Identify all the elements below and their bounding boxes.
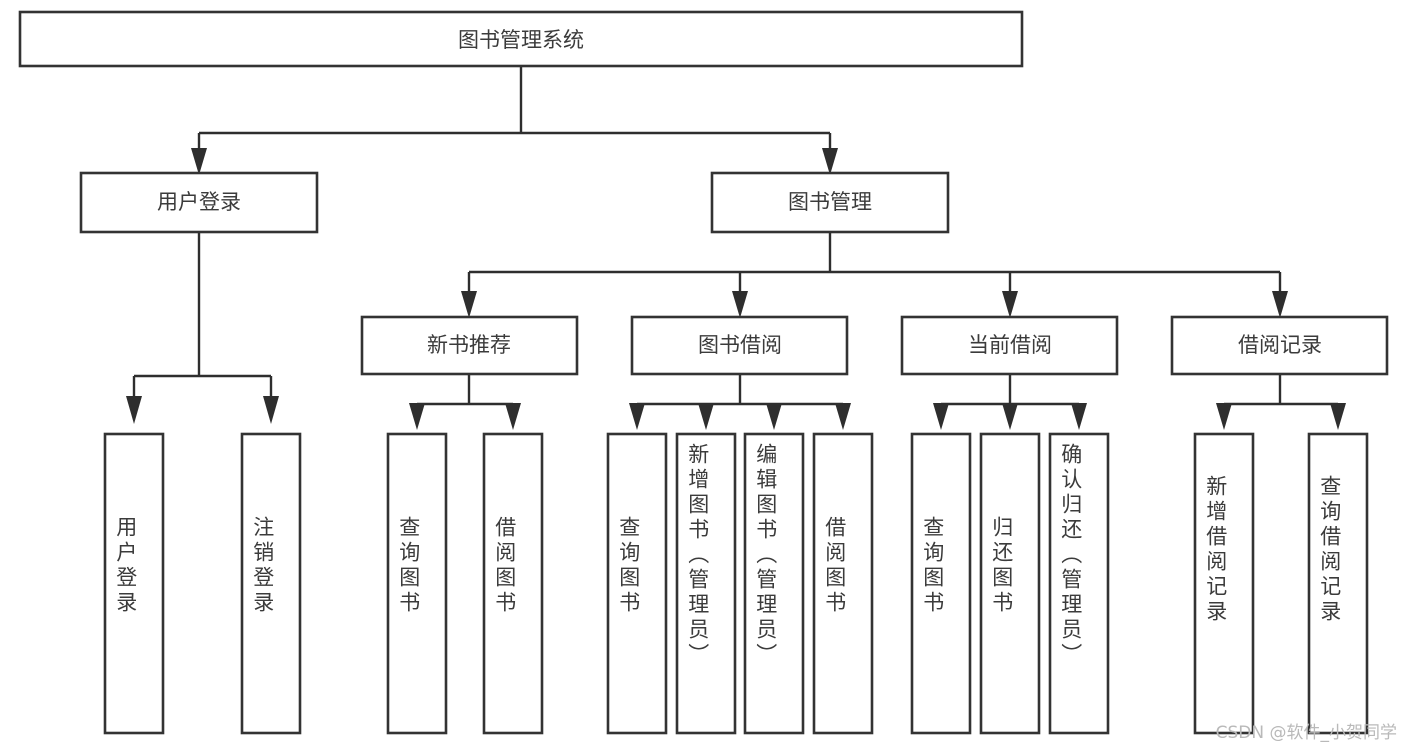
leaf-book-borrow-3-box bbox=[743, 432, 805, 735]
node-root-box bbox=[18, 10, 1024, 68]
leaf-current-borrow-1-box bbox=[910, 432, 972, 735]
node-book-borrow-label: 图书借阅 bbox=[698, 333, 782, 357]
node-root-label: 图书管理系统 bbox=[458, 28, 584, 52]
leaf-borrow-record-1[interactable]: 新增借阅记录 bbox=[1193, 432, 1255, 735]
arrow-bookmgmt-c3 bbox=[1002, 291, 1018, 318]
node-book-borrow-box bbox=[630, 315, 849, 376]
leaf-borrow-record-1-box bbox=[1193, 432, 1255, 735]
node-new-book-recommend-box bbox=[360, 315, 579, 376]
arrow-current-c1 bbox=[933, 403, 949, 430]
leaf-new-book-1[interactable]: 查询图书 bbox=[386, 432, 448, 735]
arrow-userlogin-child2 bbox=[263, 396, 279, 424]
leaf-current-borrow-2-label: 归还图书 bbox=[990, 516, 1014, 616]
leaf-current-borrow-1[interactable]: 查询图书 bbox=[910, 432, 972, 735]
node-book-borrow[interactable]: 图书借阅 bbox=[630, 315, 849, 376]
leaf-user-login-2-label: 注销登录 bbox=[251, 516, 275, 616]
node-new-book-recommend[interactable]: 新书推荐 bbox=[360, 315, 579, 376]
connectors-layer bbox=[126, 66, 1346, 430]
leaf-new-book-1-label: 查询图书 bbox=[397, 516, 421, 616]
leaf-current-borrow-3-box bbox=[1048, 432, 1110, 735]
node-book-management[interactable]: 图书管理 bbox=[710, 171, 950, 234]
arrow-current-c3 bbox=[1071, 403, 1087, 430]
node-book-management-box bbox=[710, 171, 950, 234]
arrow-newbook-c1 bbox=[409, 403, 425, 430]
arrow-borrow-c2 bbox=[698, 403, 714, 430]
leaf-book-borrow-4-box bbox=[812, 432, 874, 735]
arrow-bookmgmt-c4 bbox=[1272, 291, 1288, 318]
arrow-current-c2 bbox=[1002, 403, 1018, 430]
leaf-current-borrow-1-label: 查询图书 bbox=[921, 516, 945, 616]
arrow-record-c2 bbox=[1330, 403, 1346, 430]
node-current-borrow-box bbox=[900, 315, 1119, 376]
leaf-borrow-record-1-label: 新增借阅记录 bbox=[1204, 475, 1228, 625]
leaf-book-borrow-4-label: 借阅图书 bbox=[823, 516, 847, 616]
node-user-login[interactable]: 用户登录 bbox=[79, 171, 319, 234]
arrow-record-c1 bbox=[1216, 403, 1232, 430]
leaf-user-login-2-box bbox=[240, 432, 302, 735]
arrow-borrow-c1 bbox=[629, 403, 645, 430]
leaf-borrow-record-2-label: 查询借阅记录 bbox=[1318, 475, 1342, 625]
leaf-user-login-2[interactable]: 注销登录 bbox=[240, 432, 302, 735]
leaf-user-login-1[interactable]: 用户登录 bbox=[103, 432, 165, 735]
leaf-user-login-1-box bbox=[103, 432, 165, 735]
leaf-book-borrow-4[interactable]: 借阅图书 bbox=[812, 432, 874, 735]
arrow-userlogin-child1 bbox=[126, 396, 142, 424]
leaf-book-borrow-1[interactable]: 查询图书 bbox=[606, 432, 668, 735]
node-borrow-record-box bbox=[1170, 315, 1389, 376]
node-current-borrow[interactable]: 当前借阅 bbox=[900, 315, 1119, 376]
leaf-book-borrow-3-label: 编辑图书（管理员） bbox=[754, 443, 778, 668]
arrow-root-to-bookmgmt bbox=[822, 148, 838, 175]
leaf-new-book-2-label: 借阅图书 bbox=[493, 516, 517, 616]
leaf-book-borrow-2[interactable]: 新增图书（管理员） bbox=[675, 432, 737, 735]
arrow-root-to-userlogin bbox=[191, 148, 207, 175]
leaf-book-borrow-2-box bbox=[675, 432, 737, 735]
leaf-book-borrow-3[interactable]: 编辑图书（管理员） bbox=[743, 432, 805, 735]
leaf-borrow-record-2[interactable]: 查询借阅记录 bbox=[1307, 432, 1369, 735]
node-user-login-label: 用户登录 bbox=[157, 190, 241, 214]
node-borrow-record[interactable]: 借阅记录 bbox=[1170, 315, 1389, 376]
leaf-book-borrow-1-label: 查询图书 bbox=[617, 516, 641, 616]
leaf-current-borrow-3[interactable]: 确认归还（管理员） bbox=[1048, 432, 1110, 735]
node-borrow-record-label: 借阅记录 bbox=[1238, 333, 1322, 357]
leaf-borrow-record-2-box bbox=[1307, 432, 1369, 735]
node-user-login-box bbox=[79, 171, 319, 234]
node-root-system[interactable]: 图书管理系统 bbox=[18, 10, 1024, 68]
arrow-borrow-c4 bbox=[835, 403, 851, 430]
leaf-user-login-1-label: 用户登录 bbox=[114, 516, 138, 616]
leaf-new-book-2[interactable]: 借阅图书 bbox=[482, 432, 544, 735]
leaf-new-book-2-box bbox=[482, 432, 544, 735]
leaf-book-borrow-2-label: 新增图书（管理员） bbox=[686, 443, 710, 668]
leaf-book-borrow-1-box bbox=[606, 432, 668, 735]
node-new-book-recommend-label: 新书推荐 bbox=[427, 333, 511, 357]
leaf-current-borrow-3-label: 确认归还（管理员） bbox=[1059, 443, 1083, 668]
node-book-management-label: 图书管理 bbox=[788, 190, 872, 214]
arrow-borrow-c3 bbox=[766, 403, 782, 430]
leaf-new-book-1-box bbox=[386, 432, 448, 735]
csdn-watermark: CSDN @软件_小贺同学 bbox=[1215, 723, 1397, 743]
leaf-current-borrow-2[interactable]: 归还图书 bbox=[979, 432, 1041, 735]
node-current-borrow-label: 当前借阅 bbox=[968, 333, 1052, 357]
arrow-bookmgmt-c2 bbox=[732, 291, 748, 318]
leaf-current-borrow-2-box bbox=[979, 432, 1041, 735]
arrow-newbook-c2 bbox=[505, 403, 521, 430]
arrow-bookmgmt-c1 bbox=[461, 291, 477, 318]
